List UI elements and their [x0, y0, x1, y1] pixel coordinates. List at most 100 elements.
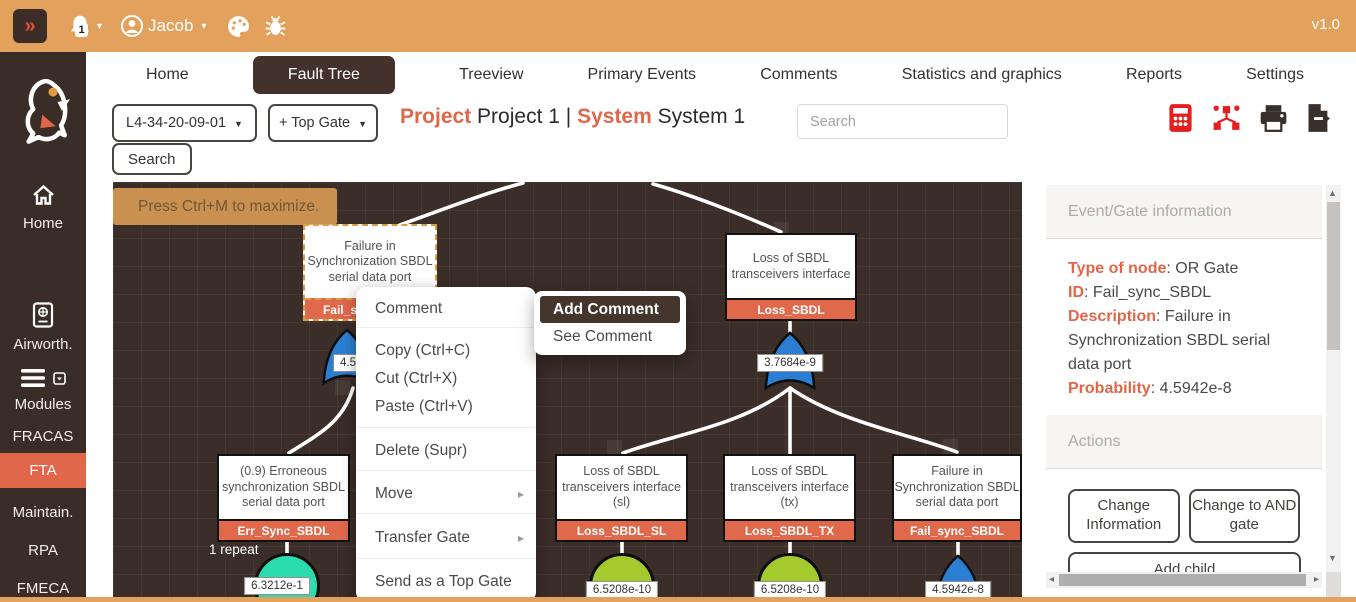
sitemap-icon — [1213, 104, 1240, 130]
info-panel-title: Event/Gate information — [1046, 185, 1322, 239]
tree-view-button[interactable] — [1211, 103, 1242, 136]
sidebar-item-fta[interactable]: FTA — [0, 453, 86, 488]
tree-node-err-sync[interactable]: (0.9) Erroneous synchronization SBDL ser… — [217, 454, 350, 542]
menu-item-paste[interactable]: Paste (Ctrl+V) — [375, 398, 473, 415]
horizontal-scrollbar[interactable]: ◂ ▸ — [1046, 572, 1322, 588]
menu-item-transfer-gate[interactable]: Transfer Gate ▸ — [356, 525, 536, 551]
menu-item-send-top-gate[interactable]: Send as a Top Gate — [375, 573, 512, 590]
sidebar: Home Airworth. Modules FRACAS FTA — [0, 52, 86, 602]
menu-item-move[interactable]: Move ▸ — [356, 481, 536, 507]
menu-item-copy[interactable]: Copy (Ctrl+C) — [375, 342, 471, 359]
sidebar-item-rpa[interactable]: RPA — [0, 538, 86, 559]
field-value: Failure in Synchronization SBDL serial d… — [1068, 308, 1271, 373]
anchor-marker — [335, 380, 350, 395]
notification-count-badge: 1 — [75, 23, 88, 37]
tab-bar: Home Fault Tree Treeview Primary Events … — [86, 55, 1356, 95]
scroll-left-icon[interactable]: ◂ — [1049, 574, 1055, 585]
field-label: Description — [1068, 308, 1157, 325]
collapse-sidebar-button[interactable]: » — [13, 9, 47, 43]
vertical-scrollbar-thumb[interactable] — [1327, 202, 1340, 350]
probability-chip: 6.5208e-10 — [585, 581, 659, 599]
tree-node-fail-sync-bottom[interactable]: Failure in Synchronization SBDL serial d… — [892, 454, 1022, 542]
print-button[interactable] — [1259, 103, 1288, 136]
top-gate-dropdown[interactable]: + Top Gate▼ — [268, 104, 378, 142]
tree-node-loss-sbdl-tx[interactable]: Loss of SBDL transceivers interface (tx)… — [723, 454, 856, 542]
sidebar-item-fracas[interactable]: FRACAS — [0, 424, 86, 445]
notifications-button[interactable]: 1 — [67, 13, 93, 39]
caret-down-icon: ▼ — [234, 119, 243, 129]
debug-button[interactable] — [263, 14, 288, 39]
node-description: Loss of SBDL transceivers interface (sl) — [562, 464, 681, 510]
scrollbar-corner — [1326, 572, 1341, 602]
menu-bars-icon — [21, 369, 45, 387]
submenu-arrow-icon: ▸ — [517, 531, 524, 545]
change-information-button[interactable]: Change Information — [1068, 489, 1180, 543]
chevron-down-icon[interactable]: ▾ — [97, 20, 103, 32]
field-probability: Probability: 4.5942e-8 — [1068, 380, 1232, 397]
field-id: ID: Fail_sync_SBDL — [1068, 284, 1212, 301]
menu-item-comment[interactable]: Comment — [375, 300, 443, 317]
sidebar-item-modules[interactable]: Modules — [0, 368, 86, 413]
tab-primary-events[interactable]: Primary Events — [587, 66, 697, 83]
passport-globe-icon — [32, 302, 54, 328]
scroll-up-icon[interactable]: ▲ — [1328, 188, 1337, 198]
node-id-label: Fail_sync_SBDL — [894, 519, 1020, 540]
expand-box-icon — [53, 371, 66, 385]
theme-button[interactable] — [226, 14, 251, 39]
caret-down-icon: ▼ — [358, 119, 367, 129]
menu-item-delete[interactable]: Delete (Supr) — [375, 442, 468, 459]
search-input[interactable] — [797, 104, 1008, 139]
export-file-icon — [1308, 104, 1331, 132]
node-description: Failure in Synchronization SBDL serial d… — [894, 464, 1020, 510]
user-menu[interactable]: Jacob ▾ — [120, 14, 210, 38]
export-button[interactable] — [1305, 103, 1332, 136]
bug-icon — [266, 15, 286, 36]
sidebar-item-fmeca[interactable]: FMECA — [0, 576, 86, 597]
vertical-scrollbar[interactable]: ▲ ▼ — [1326, 185, 1341, 602]
change-to-and-gate-button[interactable]: Change to AND gate — [1188, 489, 1300, 543]
node-id-label: Loss_SBDL_TX — [725, 519, 854, 540]
tab-fault-tree[interactable]: Fault Tree — [252, 56, 395, 94]
node-description: (0.9) Erroneous synchronization SBDL ser… — [222, 464, 345, 510]
node-id-label: Err_Sync_SBDL — [219, 519, 348, 540]
node-id-label: Loss_SBDL — [727, 298, 855, 319]
page-bottom-border — [0, 597, 1356, 602]
node-description: Loss of SBDL transceivers interface — [731, 250, 851, 281]
submenu-item-see-comment[interactable]: See Comment — [553, 328, 653, 345]
breadcrumb: Project Project 1 | System System 1 — [400, 105, 745, 129]
scroll-down-icon[interactable]: ▼ — [1328, 553, 1337, 563]
menu-item-cut[interactable]: Cut (Ctrl+X) — [375, 370, 458, 387]
tree-selector-dropdown[interactable]: L4-34-20-09-01▼ — [112, 104, 257, 142]
sidebar-item-label: Airworth. — [13, 336, 73, 353]
field-type-of-node: Type of node: OR Gate — [1068, 260, 1239, 277]
submenu-item-add-comment[interactable]: Add Comment — [540, 296, 680, 323]
tab-home[interactable]: Home — [146, 66, 189, 83]
tab-statistics[interactable]: Statistics and graphics — [901, 66, 1062, 83]
probability-chip: 3.7684e-9 — [757, 354, 823, 372]
scroll-right-icon[interactable]: ▸ — [1313, 574, 1319, 585]
sidebar-item-label: FRACAS — [12, 428, 74, 445]
system-name: System 1 — [657, 105, 746, 128]
sidebar-item-label: Modules — [14, 396, 72, 413]
tab-reports[interactable]: Reports — [1125, 66, 1182, 83]
menu-item-label: Transfer Gate — [375, 529, 471, 546]
horizontal-scrollbar-thumb[interactable] — [1059, 574, 1306, 586]
submenu-arrow-icon: ▸ — [517, 487, 524, 501]
sidebar-item-maintain[interactable]: Maintain. — [0, 500, 86, 521]
info-panel: Event/Gate information Type of node: OR … — [1046, 185, 1322, 602]
tab-comments[interactable]: Comments — [760, 66, 838, 83]
field-value: 4.5942e-8 — [1159, 380, 1232, 397]
sidebar-item-home[interactable]: Home — [0, 183, 86, 232]
fault-tree-canvas[interactable]: Press Ctrl+M to maximize. Failure in Syn… — [113, 182, 1022, 602]
field-value: OR Gate — [1175, 260, 1239, 277]
sidebar-item-airworthiness[interactable]: Airworth. — [0, 302, 86, 353]
tab-treeview[interactable]: Treeview — [459, 66, 524, 83]
field-description: Description: Failure in Synchronization … — [1068, 308, 1271, 373]
search-button[interactable]: Search — [112, 143, 192, 175]
tree-node-loss-sbdl-sl[interactable]: Loss of SBDL transceivers interface (sl)… — [555, 454, 688, 542]
tab-settings[interactable]: Settings — [1246, 66, 1304, 83]
tree-node-loss-sbdl[interactable]: Loss of SBDL transceivers interface Loss… — [725, 233, 857, 321]
calculate-button[interactable] — [1167, 103, 1194, 136]
project-label: Project — [400, 105, 472, 128]
app-version: v1.0 — [1311, 16, 1340, 33]
